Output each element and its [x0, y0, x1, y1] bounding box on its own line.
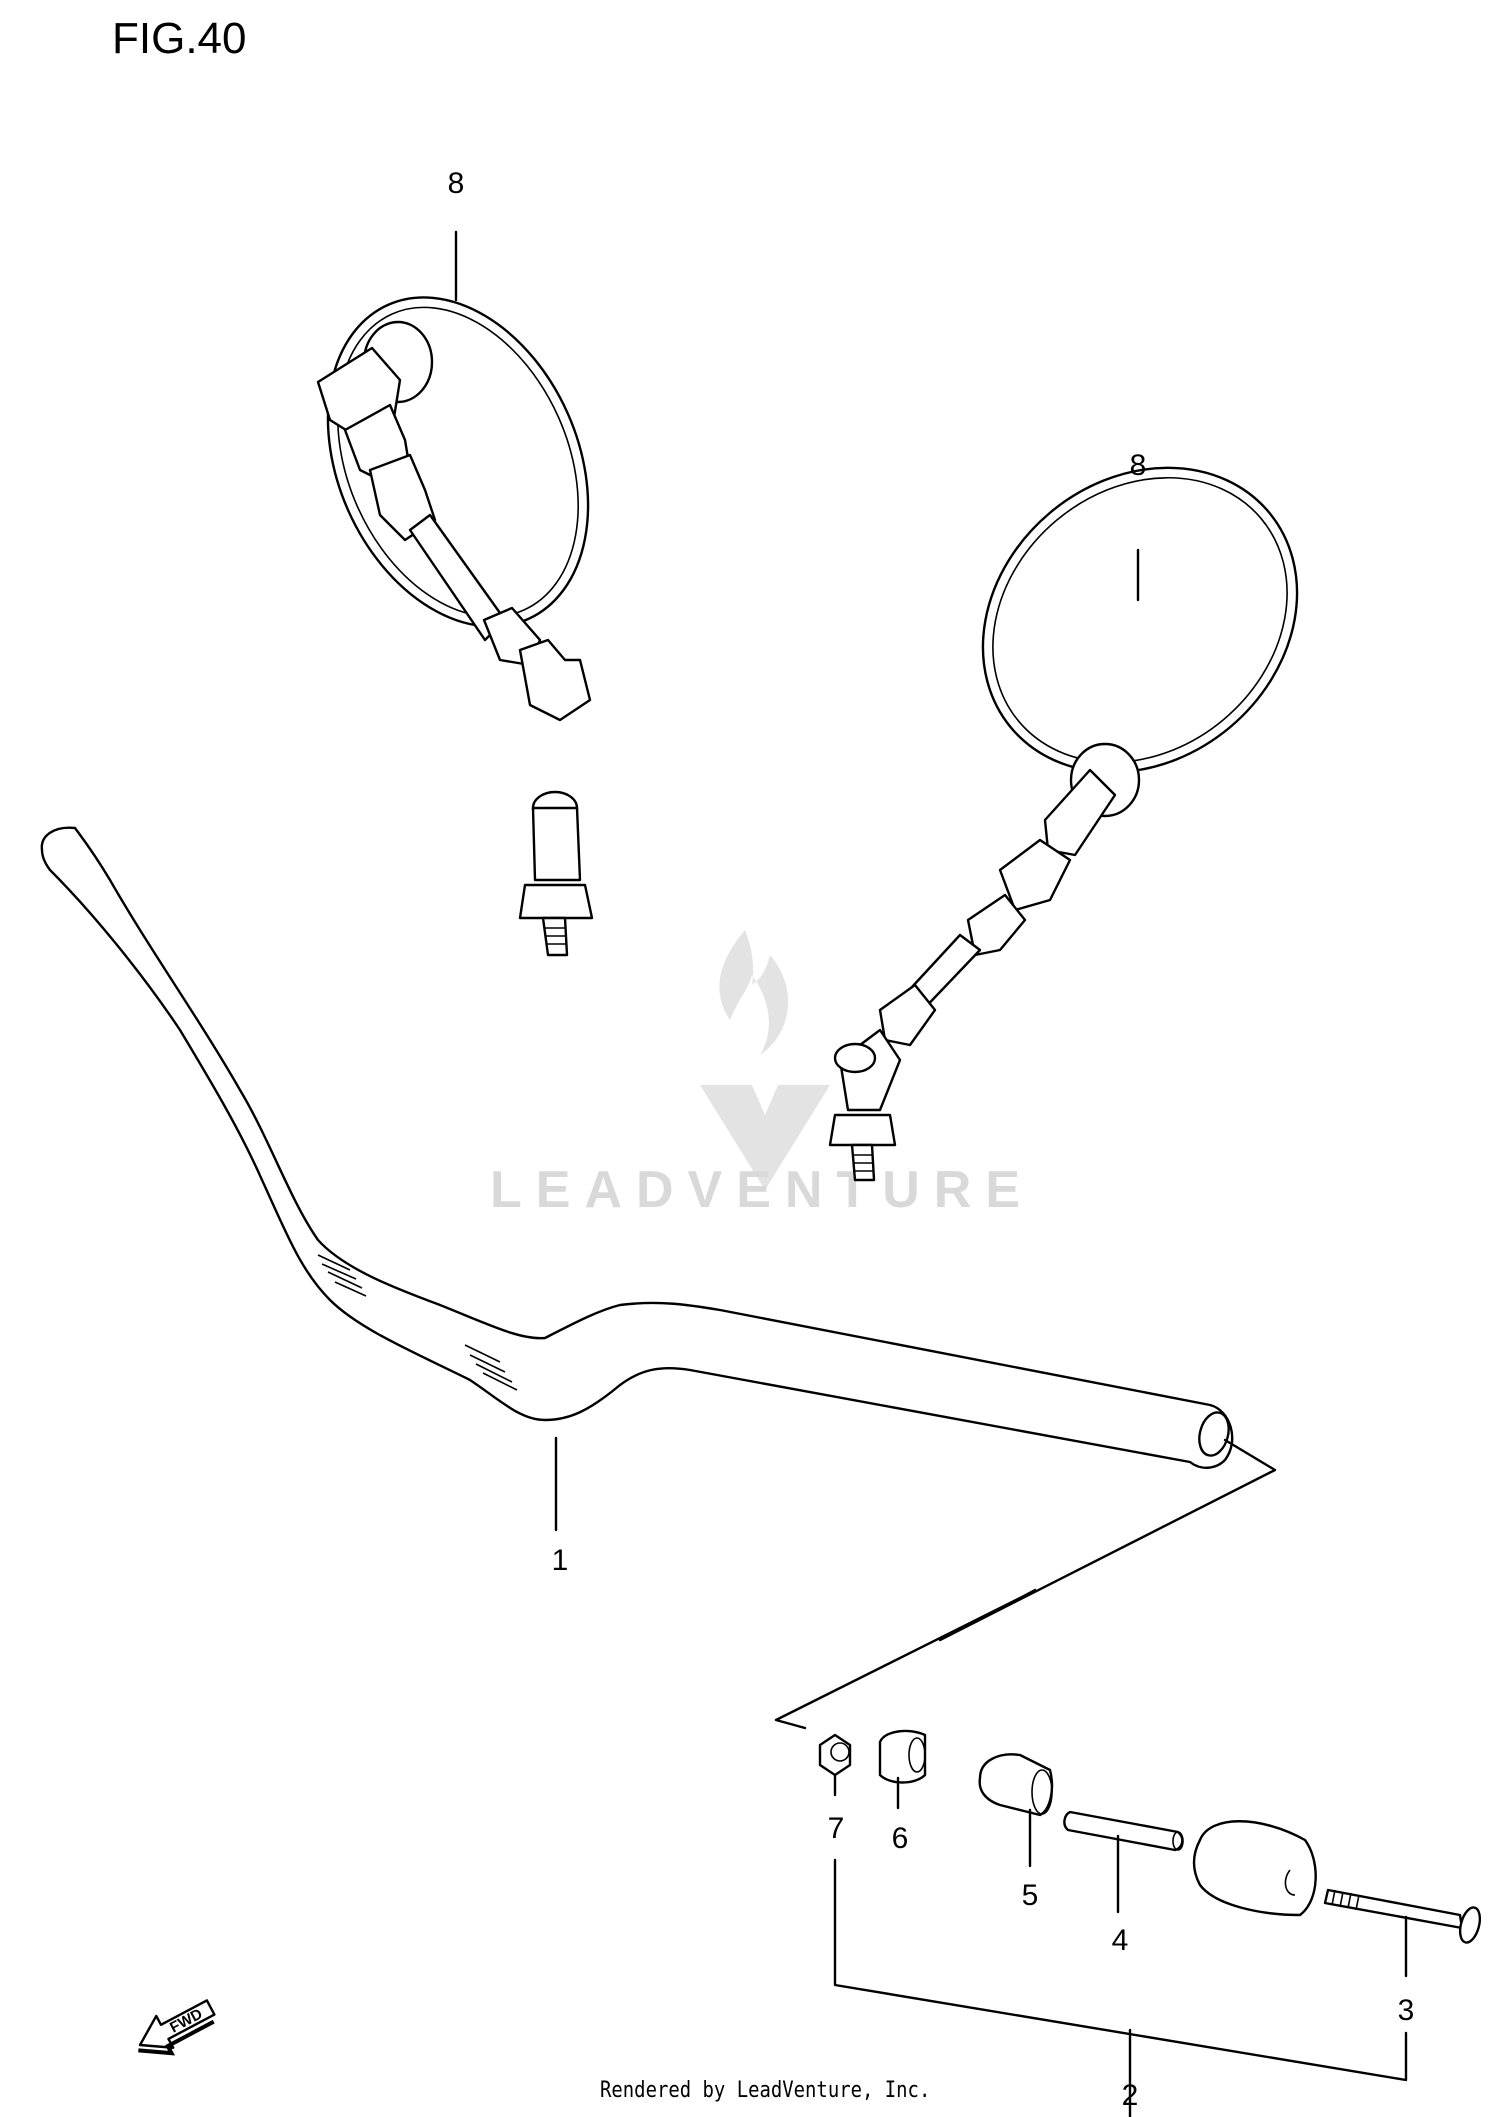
callout-7: 7: [828, 1812, 845, 1845]
balancer-weight[interactable]: [1192, 1820, 1317, 1917]
callout-3: 3: [1398, 1994, 1415, 2027]
screw[interactable]: [1323, 1888, 1483, 1945]
figure-title: FIG.40: [112, 14, 247, 63]
spacer[interactable]: [1063, 1810, 1184, 1852]
bushing[interactable]: [878, 1729, 927, 1784]
callout-2: 2: [1122, 2079, 1139, 2112]
callout-1: 1: [552, 1544, 569, 1577]
callout-6: 6: [892, 1822, 909, 1855]
mirror-left[interactable]: [828, 405, 1359, 1182]
handlebar[interactable]: [40, 826, 1234, 1469]
footer-credit: Rendered by LeadVenture, Inc.: [600, 2078, 931, 2103]
fwd-arrow-icon: FWD: [138, 1999, 216, 2056]
callout-5: 5: [1022, 1879, 1039, 1912]
callout-4: 4: [1112, 1924, 1129, 1957]
collar[interactable]: [978, 1753, 1054, 1817]
leader-lines: [454, 230, 1408, 2117]
flame-v-logo-icon: [700, 930, 830, 1190]
nut[interactable]: [818, 1733, 852, 1777]
watermark-text: LEADVENTURE: [490, 1161, 1035, 1219]
callout-8-left-mirror: 8: [1130, 449, 1147, 482]
callout-8-right-mirror: 8: [448, 167, 465, 200]
mirror-right[interactable]: [278, 256, 637, 957]
